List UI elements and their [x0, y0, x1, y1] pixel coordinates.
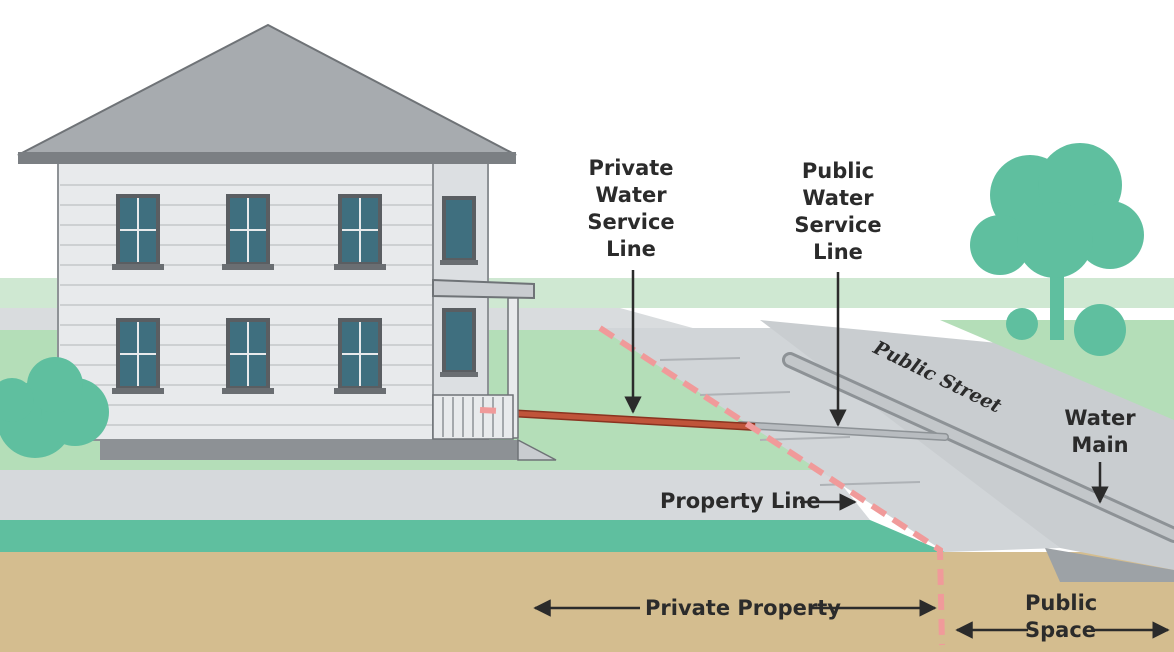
property-line [479, 325, 945, 646]
private-service-pipe [489, 408, 756, 431]
label-pointers [533, 270, 1170, 639]
street-curb [1045, 548, 1174, 582]
public-service-pipe [736, 421, 949, 441]
soil [0, 552, 1174, 652]
property-line-label: Property Line [660, 489, 821, 513]
private-water-service-line-label: Private Water Service Line [587, 156, 675, 261]
bush [0, 357, 109, 458]
tree [970, 143, 1144, 356]
public-water-service-line-label: Public Water Service Line [794, 159, 882, 264]
water-main-pipe [782, 352, 1174, 543]
house [17, 23, 557, 461]
public-space-label: Public Space [1025, 591, 1098, 642]
sidewalk-joints [659, 357, 921, 486]
front-walkway [0, 470, 870, 520]
green-band [0, 520, 945, 552]
private-property-label: Private Property [645, 596, 841, 620]
water-main-label: Water Main [1064, 406, 1136, 457]
sidewalk [600, 328, 1060, 552]
